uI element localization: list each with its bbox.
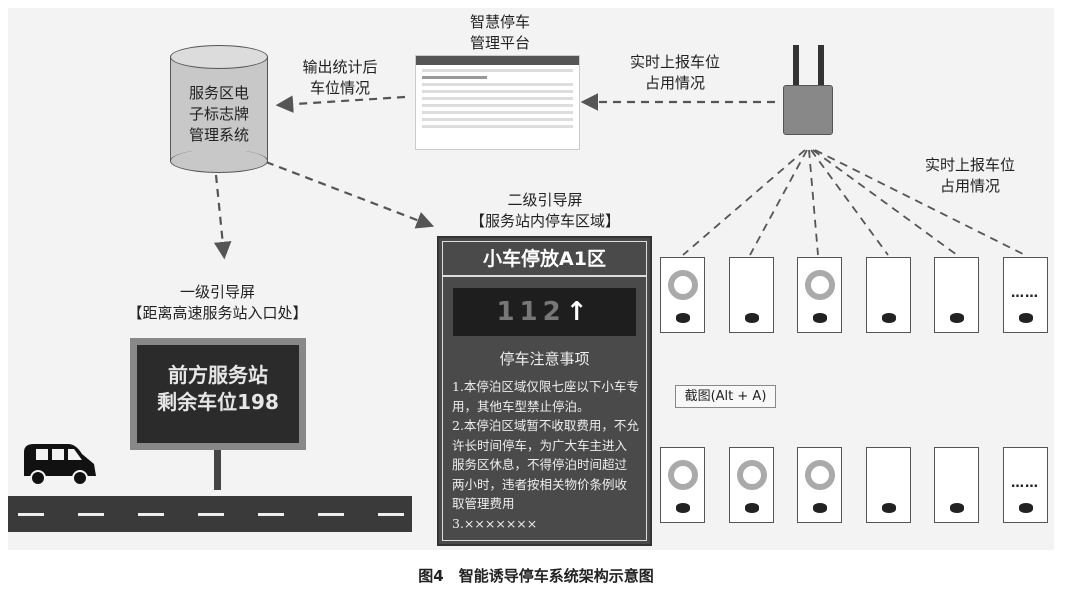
parking-slot-occupied <box>797 447 842 523</box>
parking-sensor-icon <box>1018 313 1033 323</box>
screenshot-tooltip: 截图(Alt + A) <box>675 385 776 408</box>
vehicle-ring-icon <box>668 270 698 300</box>
vehicle-ring-icon <box>736 460 767 490</box>
output-label: 输出统计后 <box>302 58 378 76</box>
parking-sensor-icon <box>744 503 759 513</box>
vehicle-ring-icon <box>805 460 835 490</box>
db-label: 子标志牌 <box>188 105 249 123</box>
parking-slot-occupied <box>660 447 705 523</box>
arrow-platform-to-db <box>275 95 406 113</box>
report-label: 实时上报车位 <box>629 53 720 71</box>
parking-sensor-icon <box>950 503 964 513</box>
parking-slot-empty <box>934 257 979 333</box>
parking-slot-empty <box>865 447 911 523</box>
parking-slot-more: …… <box>1002 257 1048 333</box>
car-icon <box>24 444 96 486</box>
available-count: 112↑ <box>453 288 636 336</box>
parking-slot-occupied <box>660 257 705 333</box>
output-label: 车位情况 <box>309 79 370 97</box>
level1-guide-screen: 前方服务站剩余车位198 <box>130 338 306 450</box>
figure-caption: 图4 智能诱导停车系统架构示意图 <box>418 567 654 585</box>
parking-sensor-icon <box>881 313 896 323</box>
db-label: 管理系统 <box>188 126 249 144</box>
vehicle-ring-icon <box>805 270 835 300</box>
sensor-links <box>682 149 1026 256</box>
notice-title: 停车注意事项 <box>499 350 590 368</box>
rule-item: 3.××××××× <box>452 515 538 531</box>
sign-pole <box>214 450 221 490</box>
parking-slot-more: …… <box>1002 447 1048 523</box>
arrow-db-to-level1 <box>213 174 232 260</box>
parking-slot-empty <box>865 257 911 333</box>
antenna-icon <box>818 45 824 87</box>
parking-sensor-icon <box>950 313 964 323</box>
parking-sensor-icon <box>813 313 827 323</box>
report-label: 占用情况 <box>644 74 705 92</box>
more-slots-text: …… <box>1011 286 1039 301</box>
parking-sensor-icon <box>881 503 896 513</box>
level1-label: 一级引导屏 <box>179 283 255 301</box>
arrow-db-to-level2 <box>265 160 435 229</box>
parking-slot-occupied <box>728 447 774 523</box>
parking-sensor-icon <box>813 503 827 513</box>
parking-sensor-icon <box>676 313 690 323</box>
more-slots-text: …… <box>1011 476 1039 491</box>
platform-screenshot <box>415 55 580 150</box>
parking-sensor-icon <box>744 313 759 323</box>
antenna-icon <box>793 45 799 87</box>
parking-sensor-icon <box>1018 503 1033 513</box>
level2-label: 二级引导屏 <box>507 191 583 209</box>
rule-item: 2.本停泊区域暂不收取费用，不允许长时间停车，为广大车主进入服务区休息，不得停泊… <box>452 418 639 511</box>
arrow-up-icon: ↑ <box>565 297 593 327</box>
vehicle-ring-icon <box>668 460 698 490</box>
platform-label: 管理平台 <box>469 34 530 52</box>
report-label: 占用情况 <box>939 177 1000 195</box>
rule-item: 1.本停泊区域仅限七座以下小车专用，其他车型禁止停泊。 <box>452 379 639 414</box>
level2-label: 【服务站内停车区域】 <box>469 212 620 230</box>
db-label: 服务区电 <box>188 84 249 102</box>
platform-label: 智慧停车 <box>469 13 530 31</box>
level2-guide-screen: 小车停放A1区 112↑ 停车注意事项 1.本停泊区域仅限七座以下小车专用，其他… <box>437 236 652 546</box>
zone-title: 小车停放A1区 <box>443 242 646 277</box>
db-cylinder: 服务区电子标志牌管理系统 <box>170 45 268 173</box>
highway-road <box>8 496 412 532</box>
parking-slot-empty <box>728 257 774 333</box>
sign1-line: 剩余车位198 <box>157 390 279 414</box>
level1-label: 【距离高速服务站入口处】 <box>127 304 308 322</box>
parking-slot-occupied <box>797 257 842 333</box>
sign1-line: 前方服务站 <box>168 363 268 387</box>
parking-slot-empty <box>934 447 979 523</box>
router-gateway-icon <box>783 85 833 135</box>
parking-sensor-icon <box>676 503 690 513</box>
report-label: 实时上报车位 <box>924 156 1015 174</box>
